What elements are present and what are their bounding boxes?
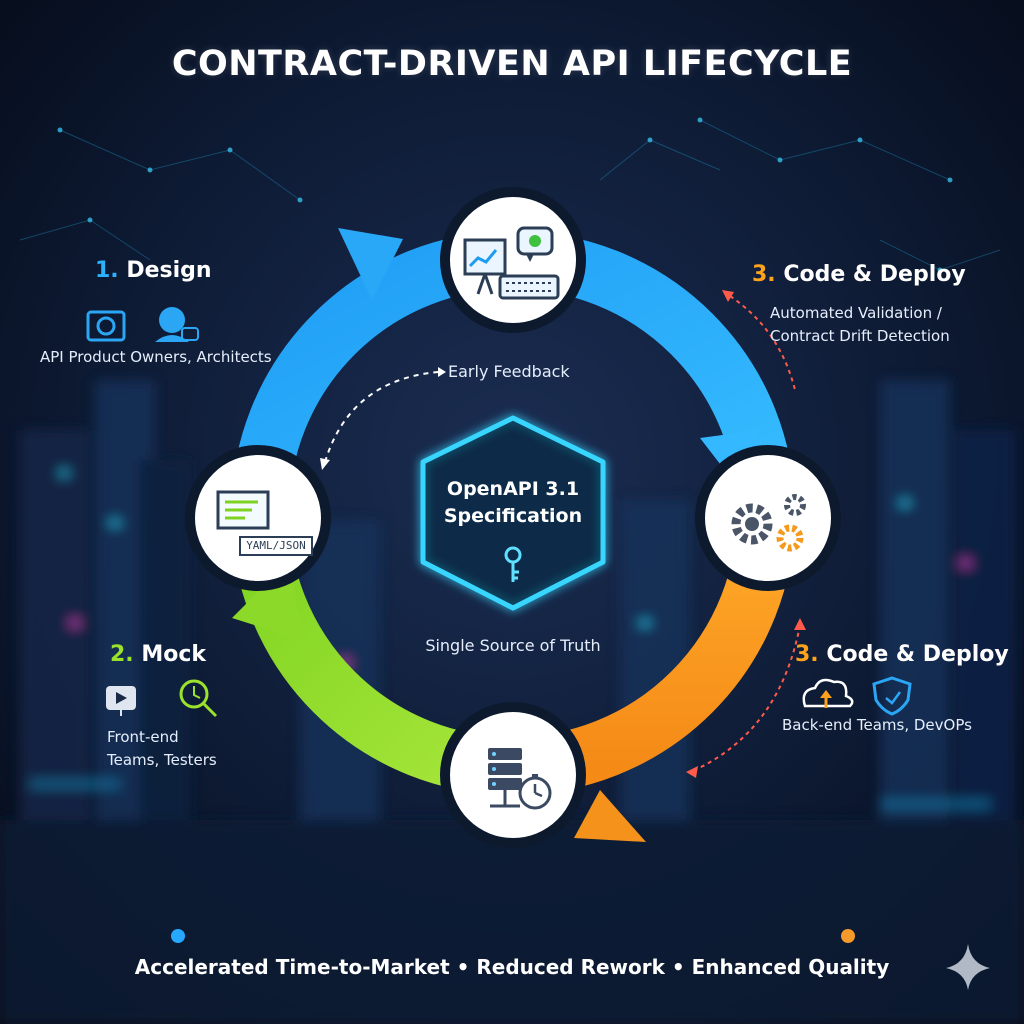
mock-name: Mock [141, 642, 207, 667]
code-deploy-top-number: 3. [752, 262, 776, 287]
spec-caption: Single Source of Truth [425, 636, 601, 655]
yaml-json-editor-icon [216, 490, 313, 556]
code-deploy-bottom-number: 3. [795, 642, 819, 667]
cloud-upload-icon [802, 678, 854, 708]
presentation-board-icon [463, 238, 507, 295]
user-chat-icon [155, 307, 199, 342]
drift-arrows [694, 295, 801, 771]
code-deploy-desc-line2: Contract Drift Detection [770, 327, 950, 345]
camera-icon [86, 310, 126, 342]
keyboard-icon [498, 274, 560, 300]
early-feedback-label: Early Feedback [448, 362, 570, 381]
mock-roles-line2: Teams, Testers [107, 751, 217, 769]
design-heading: 1. Design [95, 258, 212, 283]
design-number: 1. [95, 258, 119, 283]
spec-title: OpenAPI 3.1 Specification [413, 476, 613, 530]
code-deploy-top-desc: Automated Validation / Contract Drift De… [770, 302, 950, 348]
code-deploy-bottom-name: Code & Deploy [826, 642, 1009, 667]
code-deploy-bottom-heading: 3. Code & Deploy [795, 642, 1009, 667]
footer-divider [171, 929, 855, 943]
page-title: CONTRACT-DRIVEN API LIFECYCLE [171, 44, 853, 84]
code-deploy-desc-line1: Automated Validation / [770, 304, 942, 322]
code-deploy-top-name: Code & Deploy [783, 262, 966, 287]
mock-number: 2. [110, 642, 134, 667]
footer-benefits: Accelerated Time-to-Market • Reduced Rew… [134, 955, 890, 979]
spec-title-line2: Specification [443, 505, 583, 527]
search-timer-icon [179, 679, 218, 718]
mock-roles: Front-end Teams, Testers [107, 726, 217, 772]
early-feedback-arrow [324, 371, 439, 463]
deploy-node [695, 445, 841, 591]
server-stopwatch-icon [488, 748, 552, 810]
openapi-spec-hexagon [420, 415, 606, 611]
design-node [440, 187, 586, 333]
shield-icon [872, 676, 912, 716]
design-name: Design [126, 258, 212, 283]
build-node [440, 702, 586, 848]
mock-node [185, 445, 331, 591]
gears-icon [731, 494, 806, 552]
chat-bubble-icon [516, 226, 554, 262]
mock-roles-line1: Front-end [107, 728, 179, 746]
sparkle-icon [946, 944, 990, 990]
arrowhead-bottom-right [574, 790, 646, 842]
yaml-json-label: YAML/JSON [246, 539, 306, 552]
key-icon [504, 546, 522, 582]
design-roles: API Product Owners, Architects [40, 348, 272, 366]
code-deploy-top-heading: 3. Code & Deploy [752, 262, 966, 287]
spec-title-line1: OpenAPI 3.1 [446, 478, 580, 500]
mock-heading: 2. Mock [110, 642, 206, 667]
arrowhead-top-left [338, 228, 403, 300]
code-deploy-bottom-roles: Back-end Teams, DevOPs [782, 716, 972, 734]
play-video-icon [106, 686, 136, 716]
